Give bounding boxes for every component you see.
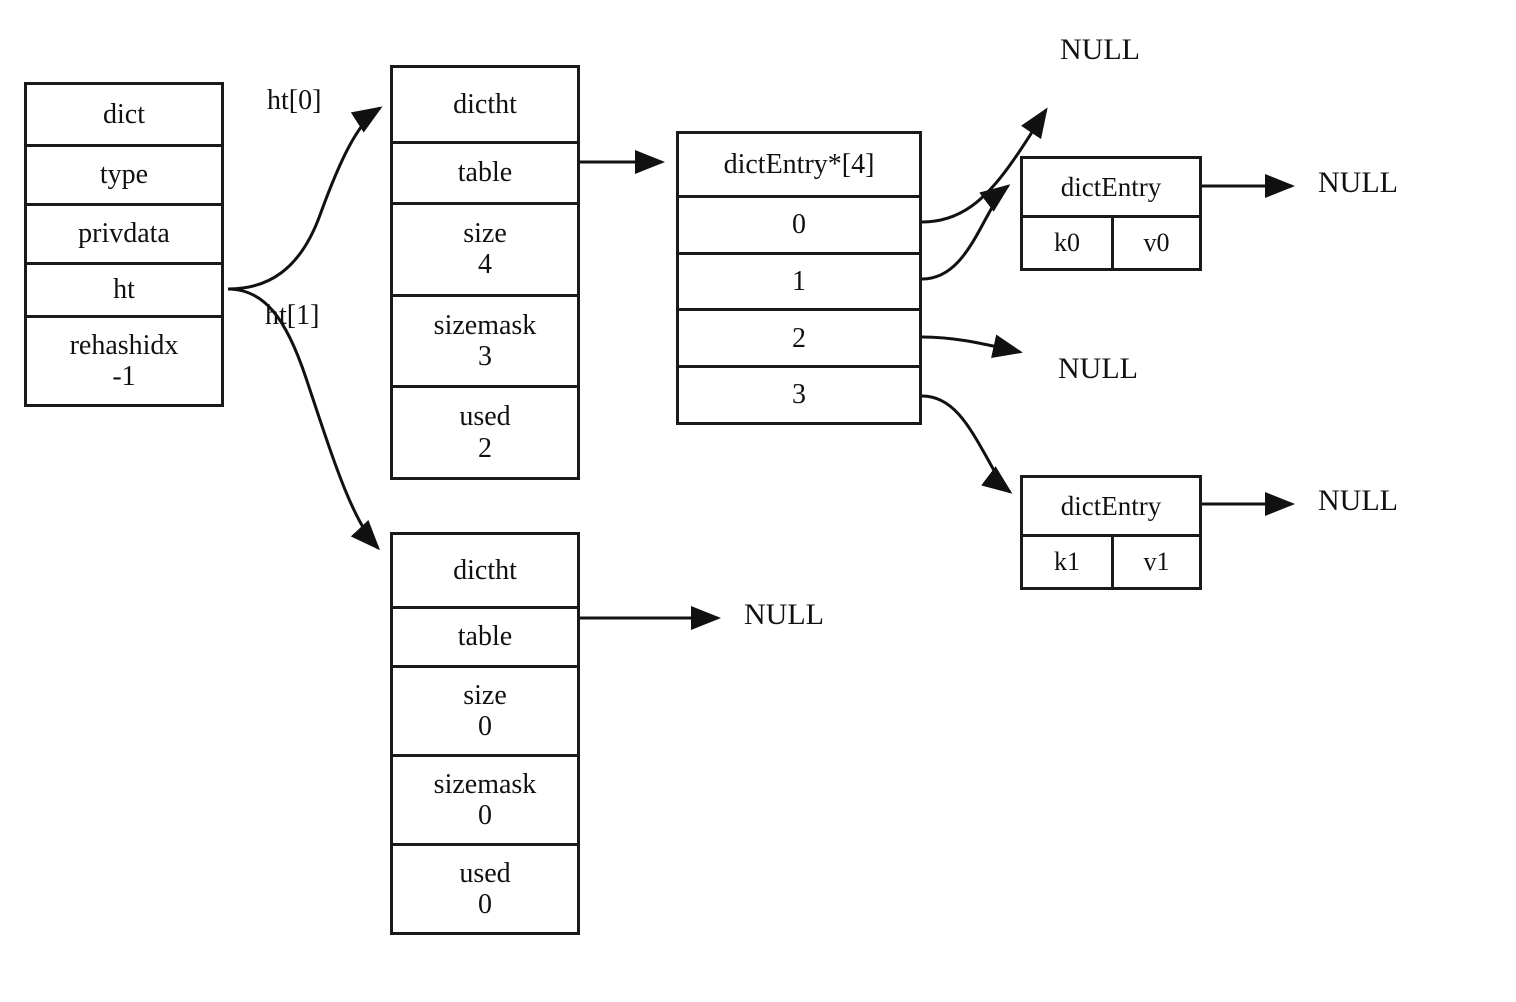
dictht-1-used-value: 0 [478, 889, 492, 920]
dict-entry-0-kv-row: k0 v0 [1023, 215, 1199, 268]
dictht-0-header: dictht [393, 68, 577, 141]
dict-field-ht: ht [27, 262, 221, 315]
dictht-0-used-field: used 2 [393, 385, 577, 477]
bucket-slot-0-label: 0 [792, 209, 806, 240]
dict-entry-1-key: k1 [1054, 547, 1080, 576]
dict-field-rehashidx-value: -1 [112, 361, 136, 392]
dictht-0-used-label: used [459, 401, 511, 433]
dict-entry-0-header-label: dictEntry [1060, 171, 1162, 202]
dict-field-rehashidx-label: rehashidx [69, 329, 179, 361]
dict-entry-1-box: dictEntry k1 v1 [1020, 475, 1202, 590]
null-label-entry1-next: NULL [1318, 484, 1398, 517]
bucket-array-header: dictEntry*[4] [679, 134, 919, 195]
dict-struct-box: dict type privdata ht rehashidx -1 [24, 82, 224, 407]
dict-entry-1-value: v1 [1111, 537, 1199, 587]
bucket-slot-3-label: 3 [792, 379, 806, 411]
null-label-bucket2: NULL [1058, 352, 1138, 385]
bucket-slot-3: 3 [679, 365, 919, 423]
dictht-0-table-label: table [457, 157, 513, 189]
edge-bucket2-to-null [921, 334, 1023, 358]
bucket-slot-1: 1 [679, 251, 919, 309]
dictht-1-used-field: used 0 [393, 843, 577, 932]
dict-header-label: dict [103, 98, 145, 130]
dictht-0-sizemask-label: sizemask [433, 309, 537, 341]
dict-field-type: type [27, 144, 221, 203]
dict-entry-1-header-label: dictEntry [1060, 490, 1162, 521]
dict-entry-1-header: dictEntry [1023, 478, 1199, 534]
bucket-slot-2-label: 2 [792, 322, 806, 354]
dictht-1-size-field: size 0 [393, 665, 577, 755]
bucket-slot-0: 0 [679, 194, 919, 252]
dictht-1-header: dictht [393, 535, 577, 606]
null-label-entry0-next: NULL [1318, 166, 1398, 199]
dictht-0-table-field: table [393, 140, 577, 203]
dict-field-privdata-label: privdata [78, 218, 170, 250]
dictht-1-sizemask-field: sizemask 0 [393, 754, 577, 844]
null-label-ht1-table: NULL [744, 598, 824, 631]
edge-label-ht0: ht[0] [267, 85, 322, 116]
dictht-1-size-value: 0 [478, 711, 492, 743]
dictht-0-size-label: size [463, 217, 507, 249]
dictht-0-size-value: 4 [478, 249, 492, 281]
edge-ht0 [227, 106, 383, 291]
dictht-1-header-label: dictht [453, 554, 517, 586]
dictht-1-sizemask-value: 0 [478, 800, 492, 832]
dictht-1-used-label: used [459, 857, 511, 889]
dictht-0-size-field: size 4 [393, 202, 577, 294]
dictht-1-table-label: table [457, 621, 513, 653]
dict-entry-0-value: v0 [1111, 218, 1199, 268]
dictht-1-box: dictht table size 0 sizemask 0 used 0 [390, 532, 580, 935]
dict-field-rehashidx: rehashidx -1 [27, 315, 221, 404]
dictht-0-used-value: 2 [478, 432, 492, 464]
dictht-1-size-label: size [463, 679, 507, 711]
dict-entry-0-box: dictEntry k0 v0 [1020, 156, 1202, 271]
bucket-array-header-label: dictEntry*[4] [723, 148, 875, 180]
dict-entry-1-kv-row: k1 v1 [1023, 534, 1199, 587]
dictht-0-sizemask-value: 3 [478, 341, 492, 372]
dictht-0-box: dictht table size 4 sizemask 3 used 2 [390, 65, 580, 480]
null-label-bucket0: NULL [1060, 33, 1140, 66]
edge-bucket1-to-entry0 [921, 184, 1011, 281]
edge-label-ht1: ht[1] [265, 300, 320, 331]
dict-entry-0-header: dictEntry [1023, 159, 1199, 215]
dict-header: dict [27, 85, 221, 144]
dictht-1-table-field: table [393, 605, 577, 666]
dictht-0-sizemask-field: sizemask 3 [393, 293, 577, 386]
dict-entry-0-key: k0 [1054, 228, 1080, 257]
dictht-0-header-label: dictht [453, 88, 517, 120]
bucket-slot-2: 2 [679, 308, 919, 366]
dict-field-type-label: type [99, 159, 149, 191]
bucket-array-box: dictEntry*[4] 0 1 2 3 [676, 131, 922, 425]
dict-field-privdata: privdata [27, 203, 221, 262]
dict-field-ht-label: ht [113, 274, 135, 306]
dictht-1-sizemask-label: sizemask [433, 768, 537, 800]
bucket-slot-1-label: 1 [792, 265, 806, 297]
edge-bucket3-to-entry1 [921, 394, 1013, 494]
